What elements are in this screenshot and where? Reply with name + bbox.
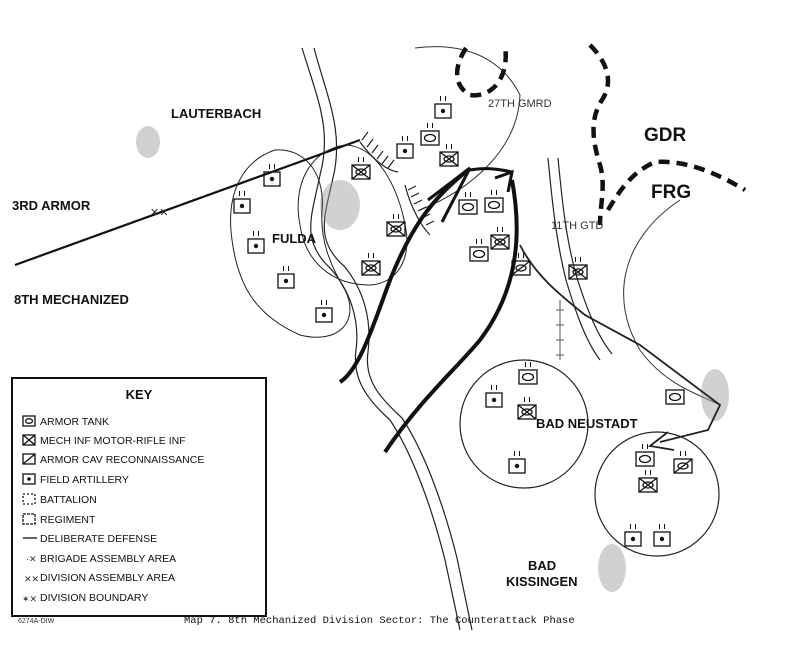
label-27th-gmrd: 27TH GMRD — [488, 98, 552, 110]
counterattack-arrows — [338, 166, 519, 454]
key-boundary-mark: ✶✕ — [22, 594, 37, 604]
label-11th-gtd: 11TH GTD — [551, 220, 603, 232]
valley-contour-east — [623, 199, 721, 406]
brigade-assembly-marks — [556, 300, 564, 360]
label-frg: FRG — [651, 182, 691, 203]
label-lauterbach: LAUTERBACH — [171, 106, 261, 121]
label-bad-kissingen-line2: KISSINGEN — [506, 574, 578, 589]
fulda-assembly-area — [230, 149, 351, 338]
label-bad-kissingen-line1: BAD — [528, 558, 556, 573]
unit-symbols — [233, 95, 693, 547]
label-8th-mechanized: 8TH MECHANIZED — [14, 292, 129, 307]
label-fulda: FULDA — [272, 231, 317, 246]
division-boundary-mark: ✕✕ — [150, 207, 168, 219]
label-3rd-armor: 3RD ARMOR — [12, 198, 91, 213]
gtd-axis-arrow — [519, 244, 722, 443]
fulda-inner-area — [297, 144, 408, 286]
key-title: KEY — [126, 387, 153, 402]
inner-german-border — [454, 43, 747, 226]
bad-neustadt-assembly-area — [459, 359, 589, 489]
key-item-brigade-assembly: BRIGADE ASSEMBLY AREA — [40, 553, 176, 565]
town-shading — [136, 126, 729, 592]
map-key: KEY ·✕ ✕✕ ✶✕ ARMOR TANK MECH INF MOTOR-R… — [11, 377, 267, 617]
key-division-mark: ✕✕ — [24, 574, 39, 584]
division-boundary — [14, 138, 361, 267]
map-caption: Map 7. 8th Mechanized Division Sector: T… — [184, 615, 575, 627]
southeast-assembly-area — [594, 431, 720, 557]
label-bad-neustadt: BAD NEUSTADT — [536, 416, 638, 431]
corner-code: 6274A-DIW — [18, 618, 55, 625]
deliberate-defense — [359, 131, 435, 236]
label-gdr: GDR — [644, 125, 687, 146]
gtd-arrowhead — [647, 431, 675, 451]
key-item-field-artillery: FIELD ARTILLERY — [40, 474, 129, 486]
river-fulda — [301, 47, 473, 631]
key-item-armor-tank: ARMOR TANK — [40, 416, 109, 428]
key-item-armor-cav: ARMOR CAV RECONNAISSANCE — [40, 454, 204, 466]
key-item-regiment: REGIMENT — [40, 514, 96, 526]
key-brigade-mark: ·✕ — [26, 554, 37, 564]
key-item-deliberate-defense: DELIBERATE DEFENSE — [40, 533, 157, 545]
key-item-battalion: BATTALION — [40, 494, 97, 506]
key-item-division-assembly: DIVISION ASSEMBLY AREA — [40, 572, 175, 584]
valley-contour-north — [414, 46, 521, 211]
key-item-mech-inf: MECH INF MOTOR-RIFLE INF — [40, 435, 186, 447]
river-saale — [547, 157, 613, 361]
key-item-division-boundary: DIVISION BOUNDARY — [40, 592, 148, 604]
